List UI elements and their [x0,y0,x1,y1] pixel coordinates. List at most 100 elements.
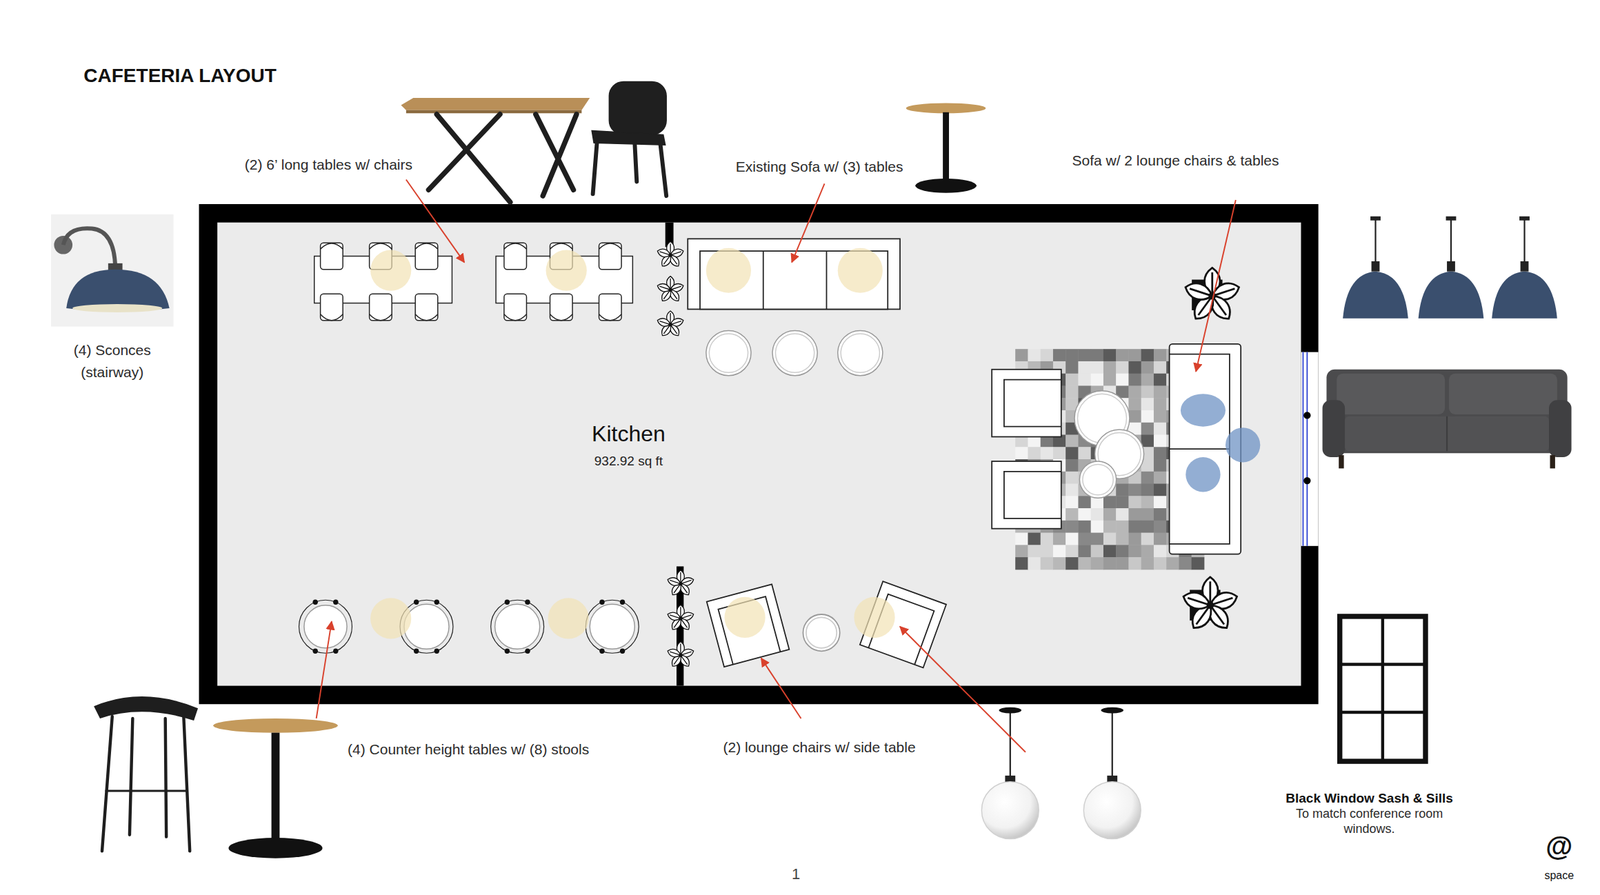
warm-pendant-marks [548,597,589,639]
rug-cell [1091,533,1105,546]
room-walls [1303,477,1311,485]
rug-cell [1115,348,1129,362]
dining-chairs [550,293,574,320]
rug-cell [1077,373,1092,387]
rug-cell [1128,544,1142,558]
room-walls [1302,352,1305,547]
wood-table-image [400,97,590,203]
counter-tables [299,600,640,654]
rug-cell [1141,397,1155,411]
rug-cell [1141,348,1155,362]
globe-pendants-image [981,782,1039,840]
room-walls [217,222,1301,687]
wood-table-image [406,110,582,114]
angled-lounge-chairs [717,596,780,665]
rug-cell [1141,361,1155,374]
callout-label: (2) 6’ long tables w/ chairs [244,155,413,174]
rug-cell [1053,557,1067,570]
rug-cell [1040,533,1054,546]
rug-cell [1115,373,1129,387]
plants [1183,267,1242,323]
dining-chairs [599,243,623,249]
room-walls [1306,352,1308,547]
rug-cell [1141,410,1155,423]
globe-pendants-image [1009,709,1012,778]
coffee-tables [1082,464,1114,495]
rug-cell [1091,361,1105,374]
existing-sofa [687,238,900,309]
rug-cell [1128,508,1142,521]
window-image [1340,616,1426,762]
dining-chairs [320,243,344,249]
wood-table-image [428,114,500,191]
rug-cell [1141,471,1155,485]
sconce-image [51,214,174,327]
rug-cell [1153,385,1167,398]
globe-pendants-image [981,707,1141,840]
counter-tables [491,600,545,654]
dining-chairs [504,243,527,249]
rug-cell [1015,544,1029,558]
grey-sofa-image [1448,373,1558,415]
dining-chairs [504,242,527,269]
rug-cell [1141,533,1155,546]
rug-cell [1065,495,1079,509]
dining-chairs [599,314,623,321]
room-area-value: 932.92 sq ft [594,453,663,470]
globe-pendants-image [1100,707,1124,714]
dome-pendants-image [1370,216,1381,221]
rug-cell [1141,484,1155,497]
counter-tables [304,605,347,649]
rug-cell [1153,520,1167,534]
stool-image [106,790,187,793]
rug-cell [1153,348,1167,362]
round-side-tables [706,331,883,376]
counter-tables [312,600,318,605]
rug-cell [1065,557,1079,570]
plants [656,311,685,338]
rug-cell [1103,557,1117,570]
room-walls [1300,352,1318,547]
rug-cell [1065,544,1079,558]
callout-label: Sofa w/ 2 lounge chairs & tables [1071,151,1279,169]
callout-label: Existing Sofa w/ (3) tables [735,157,904,176]
coffee-tables [1079,461,1116,498]
rug-cell [1141,495,1155,509]
note-text: To match conference room windows. [1280,806,1460,837]
dining-chairs [369,243,393,249]
round-table-image [915,178,977,194]
rug-cell [1153,495,1167,509]
fixture-label: (4) Sconces (stairway) [50,339,175,384]
counter-tables [434,600,440,605]
leader-lines [791,183,825,263]
dome-pendants-image [1342,271,1558,319]
rug-cell [1141,520,1155,534]
rug-cell [1115,508,1129,521]
plants [656,276,685,304]
rug-cell [1077,544,1092,558]
logo-text: space [1544,868,1574,883]
room-area: Kitchen932.92 sq ft [217,222,1301,687]
counter-tables [404,604,449,649]
rug-cell [1141,373,1155,387]
grey-sofa-image [1446,416,1448,452]
rug-cell [1141,544,1155,558]
dome-pendants-image [1450,218,1452,268]
dome-pendants-image [1371,261,1380,272]
plants [666,570,695,598]
callout-label: (4) Counter height tables w/ (8) stools [347,740,589,758]
dome-pendants-image [1370,216,1530,272]
stool-image [102,716,113,852]
rug-cell [1178,557,1192,570]
stool-image [183,716,190,852]
counter-tables [524,648,530,654]
rug-cell [1153,544,1167,558]
rug-cell [1128,533,1142,546]
black-chair-image [608,81,667,135]
rug-cell [1153,373,1167,387]
rug-cell [1065,361,1079,374]
round-side-tables [775,333,814,373]
leader-lines [406,179,465,263]
rug-cell [1053,348,1067,362]
coffee-tables [1074,391,1145,498]
